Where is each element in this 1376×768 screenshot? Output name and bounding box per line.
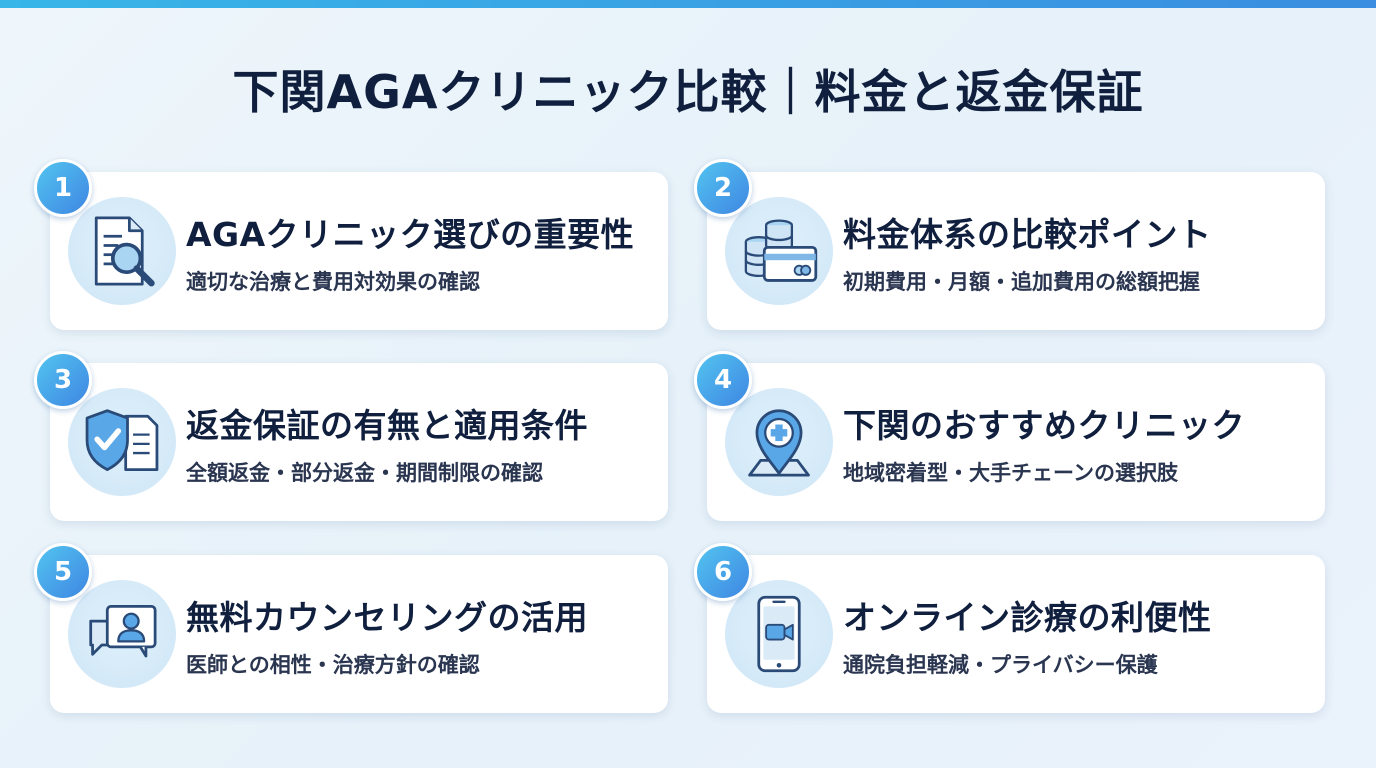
- chat-person-icon: [68, 580, 176, 688]
- card-title: AGAクリニック選びの重要性: [186, 215, 635, 254]
- number-badge-6: 6: [694, 543, 752, 601]
- page-title: 下関AGAクリニック比較｜料金と返金保証: [232, 65, 1144, 119]
- number-badge-4: 4: [694, 351, 752, 409]
- card-subtitle: 医師との相性・治療方針の確認: [186, 653, 480, 677]
- number-badge-5: 5: [34, 543, 92, 601]
- phone-video-icon: [725, 580, 833, 688]
- document-search-icon: [68, 197, 176, 305]
- card-title: 下関のおすすめクリニック: [843, 406, 1245, 445]
- card-subtitle: 全額返金・部分返金・期間制限の確認: [186, 461, 543, 485]
- card-subtitle: 通院負担軽減・プライバシー保護: [843, 653, 1158, 677]
- card-6: オンライン診療の利便性 通院負担軽減・プライバシー保護: [707, 555, 1325, 713]
- coins-card-icon: [725, 197, 833, 305]
- number-badge-3: 3: [34, 351, 92, 409]
- top-accent-bar: [0, 0, 1376, 8]
- card-title: 料金体系の比較ポイント: [843, 215, 1212, 254]
- card-4: 下関のおすすめクリニック 地域密着型・大手チェーンの選択肢: [707, 363, 1325, 521]
- shield-check-icon: [68, 388, 176, 496]
- number-badge-1: 1: [34, 159, 92, 217]
- card-title: オンライン診療の利便性: [843, 598, 1212, 637]
- card-title: 返金保証の有無と適用条件: [186, 406, 588, 445]
- map-pin-medical-icon: [725, 388, 833, 496]
- number-badge-2: 2: [694, 159, 752, 217]
- card-title: 無料カウンセリングの活用: [186, 598, 588, 637]
- card-subtitle: 適切な治療と費用対効果の確認: [186, 270, 480, 294]
- card-2: 料金体系の比較ポイント 初期費用・月額・追加費用の総額把握: [707, 172, 1325, 330]
- card-subtitle: 地域密着型・大手チェーンの選択肢: [843, 461, 1178, 485]
- card-3: 返金保証の有無と適用条件 全額返金・部分返金・期間制限の確認: [50, 363, 668, 521]
- card-5: 無料カウンセリングの活用 医師との相性・治療方針の確認: [50, 555, 668, 713]
- card-subtitle: 初期費用・月額・追加費用の総額把握: [843, 270, 1200, 294]
- card-1: AGAクリニック選びの重要性 適切な治療と費用対効果の確認: [50, 172, 668, 330]
